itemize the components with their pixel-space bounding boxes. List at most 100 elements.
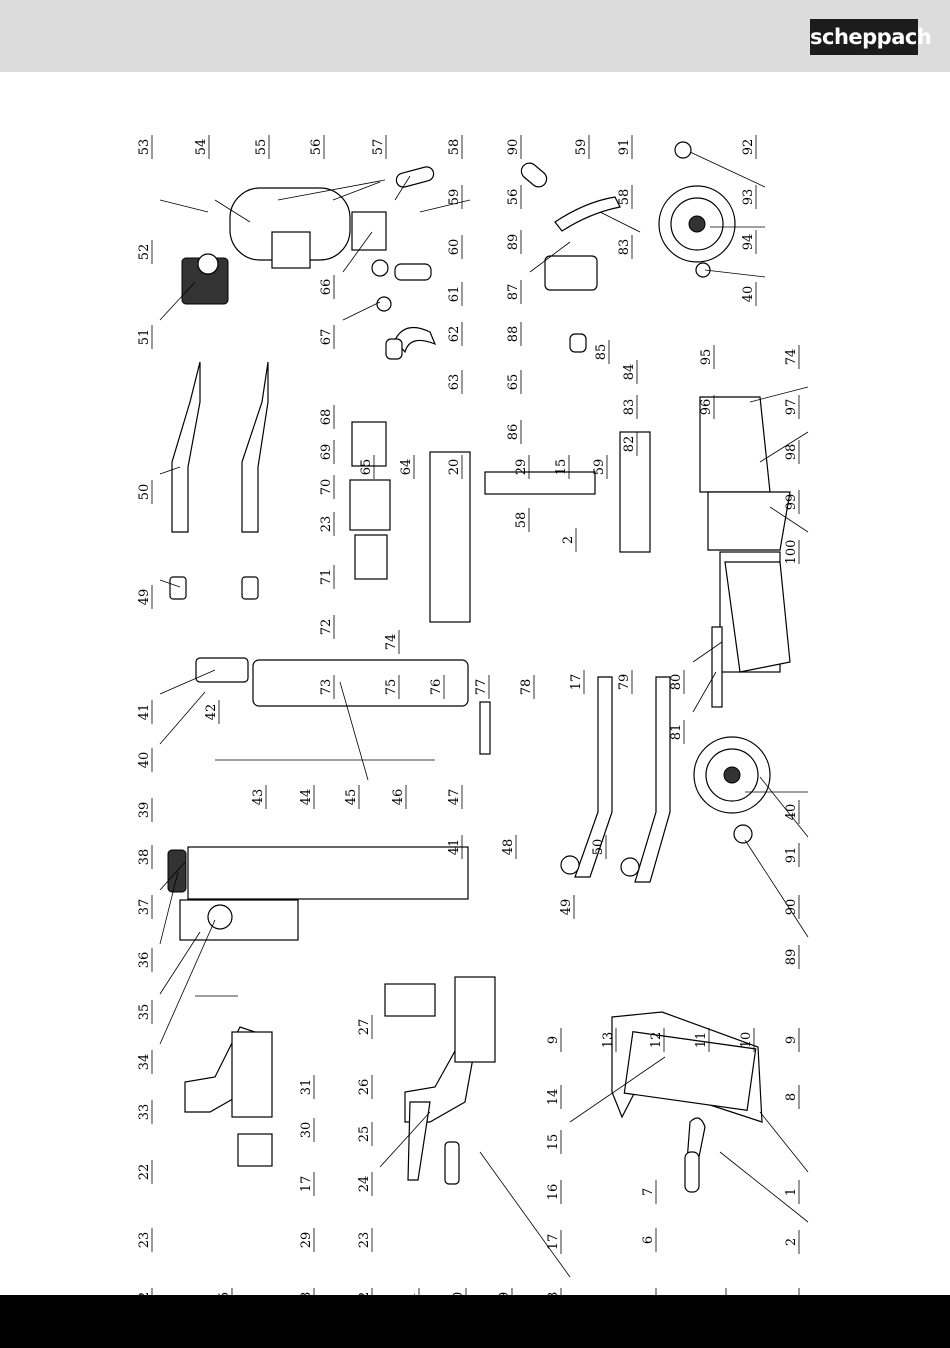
part-number-label: 17: [569, 670, 585, 694]
part-number-text: 16: [546, 1184, 561, 1201]
part-number-label: 69: [319, 440, 335, 464]
part-number-text: 70: [319, 479, 334, 496]
part-number-text: 2: [561, 536, 576, 544]
part-number-label: 87: [506, 280, 522, 304]
part-number-text: 25: [357, 1126, 372, 1143]
hose-elbow: [394, 326, 437, 354]
part-number-label: 58: [447, 135, 463, 159]
part-number-text: 14: [546, 1089, 561, 1106]
part-number-text: 47: [447, 789, 462, 806]
part-number-label: 31: [299, 1075, 315, 1099]
part-number-label: 55: [254, 135, 270, 159]
handle-bar-3: [574, 676, 613, 878]
part-number-text: 64: [399, 459, 414, 476]
part-number-label: 81: [669, 720, 685, 744]
part-number-text: 23: [357, 1232, 372, 1249]
part-number-text: 38: [137, 849, 152, 866]
part-number-label: 18: [546, 1288, 562, 1295]
part-number-label: 17: [299, 1172, 315, 1196]
part-number-text: 50: [591, 839, 606, 856]
part-number-label: 79: [617, 670, 633, 694]
main-column-tube: [187, 846, 469, 900]
part-number-text: 75: [384, 679, 399, 696]
part-number-text: 82: [622, 436, 637, 453]
part-number-label: 41: [137, 700, 153, 724]
part-number-text: 92: [741, 139, 756, 156]
part-number-label: 25: [357, 1122, 373, 1146]
part-number-text: 56: [309, 139, 324, 156]
part-number-label: 29: [299, 1228, 315, 1252]
handle-cap-1: [169, 576, 187, 600]
part-number-text: 58: [514, 512, 529, 529]
part-number-text: 91: [617, 139, 632, 156]
part-number-label: 72: [319, 615, 335, 639]
handle-cap-2: [241, 576, 259, 600]
part-number-text: 25: [217, 1292, 232, 1295]
part-number-text: 72: [319, 619, 334, 636]
pusher-bracket-2: [384, 983, 436, 1017]
part-number-text: 98: [784, 444, 799, 461]
part-number-text: 89: [784, 949, 799, 966]
part-number-label: 42: [204, 700, 220, 724]
leader-lines: [159, 151, 809, 1278]
part-number-text: 35: [137, 1004, 152, 1021]
part-number-label: 40: [137, 748, 153, 772]
part-number-text: 52: [137, 244, 152, 261]
part-number-text: 50: [137, 484, 152, 501]
frame-center: [349, 396, 791, 673]
part-number-label: 16: [546, 1180, 562, 1204]
part-number-label: 74: [784, 345, 800, 369]
part-number-label: 62: [447, 322, 463, 346]
part-number-text: 58: [447, 139, 462, 156]
part-number-label: 15: [554, 455, 570, 479]
part-number-label: 58: [514, 508, 530, 532]
part-number-text: 97: [784, 399, 799, 416]
part-number-text: 6: [641, 1236, 656, 1244]
part-number-label: 12: [649, 1028, 665, 1052]
valve-handle: [554, 196, 621, 232]
part-number-text: 11: [694, 1032, 709, 1049]
part-number-text: 83: [617, 239, 632, 256]
part-number-text: 44: [299, 789, 314, 806]
part-number-text: 41: [447, 839, 462, 856]
pusher-group-2: [384, 976, 496, 1185]
part-number-label: 53: [137, 135, 153, 159]
part-number-label: 86: [506, 420, 522, 444]
part-number-label: 68: [319, 405, 335, 429]
part-number-text: 2: [784, 1238, 799, 1246]
part-number-label: 94: [741, 230, 757, 254]
valve-washer: [376, 296, 392, 312]
part-number-text: 56: [506, 189, 521, 206]
part-number-text: 99: [784, 494, 799, 511]
part-number-label: 49: [559, 895, 575, 919]
part-number-label: 9: [784, 1028, 800, 1052]
part-number-text: 33: [137, 1104, 152, 1121]
column-base: [179, 899, 299, 941]
part-number-label: 26: [357, 1075, 373, 1099]
part-number-label: 9: [546, 1028, 562, 1052]
part-number-text: 91: [784, 847, 799, 864]
part-number-text: 40: [784, 804, 799, 821]
part-number-label: 52: [137, 240, 153, 264]
part-number-label: 54: [194, 135, 210, 159]
motor-mount: [271, 231, 311, 269]
part-number-text: 43: [251, 789, 266, 806]
part-number-text: 28: [299, 1292, 314, 1295]
part-number-text: 96: [699, 399, 714, 416]
part-number-text: 55: [254, 139, 269, 156]
part-number-text: 77: [474, 679, 489, 696]
part-number-text: 17: [299, 1176, 314, 1193]
part-number-label: 48: [501, 835, 517, 859]
part-number-text: 20: [451, 1292, 466, 1295]
part-number-text: 88: [506, 326, 521, 343]
part-number-text: 22: [357, 1292, 372, 1295]
part-number-label: 15: [546, 1130, 562, 1154]
part-number-text: 90: [506, 139, 521, 156]
part-number-text: 41: [137, 704, 152, 721]
part-number-text: 60: [447, 239, 462, 256]
part-number-label: 63: [447, 370, 463, 394]
valve-cap: [569, 333, 587, 353]
column-top: [484, 471, 596, 495]
part-number-label: 57: [371, 135, 387, 159]
part-number-text: 15: [546, 1134, 561, 1151]
